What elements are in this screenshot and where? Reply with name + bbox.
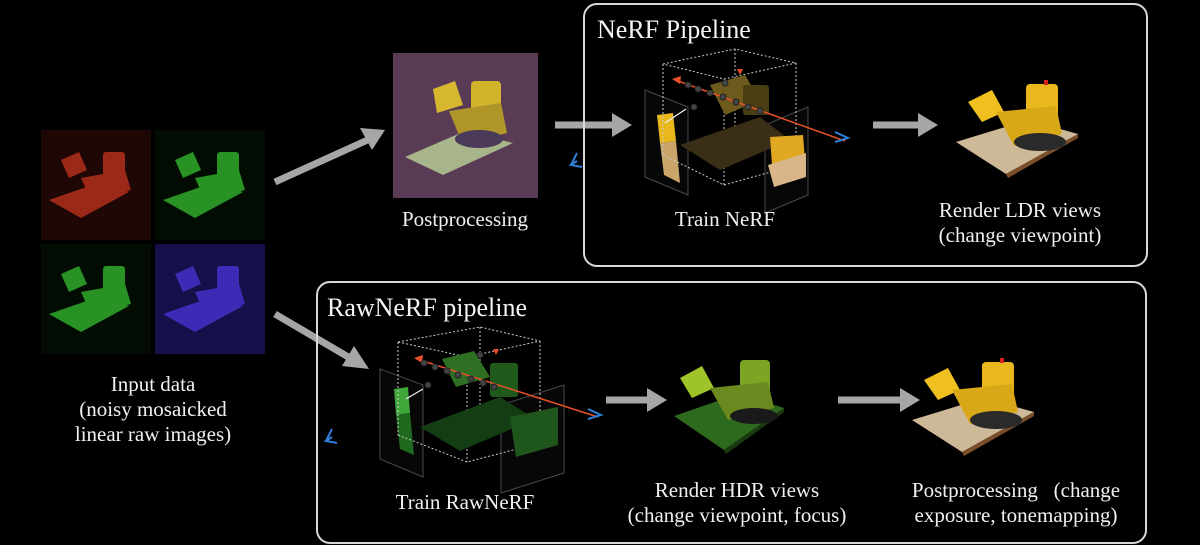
bulldozer-icon <box>405 81 513 175</box>
nerf-pipeline-title: NeRF Pipeline <box>597 15 751 44</box>
train-nerf-label: Train NeRF <box>674 207 776 231</box>
postprocessing-label: Postprocessing <box>402 207 528 231</box>
ray-sample-points <box>684 79 764 115</box>
ray-arrowhead <box>414 355 423 363</box>
input-data-label: Input data (noisy mosaicked linear raw i… <box>74 372 232 446</box>
bulldozer-silhouette-icon <box>163 266 245 332</box>
camera-icon-right <box>587 408 604 420</box>
render-ldr-label: Render LDR views (change viewpoint) <box>938 198 1102 247</box>
camera-icon-left <box>568 152 583 168</box>
hdr-render-image <box>674 360 784 454</box>
ldr-render-image <box>956 80 1078 178</box>
bulldozer-silhouette-icon <box>49 266 131 332</box>
rawnerf-training-diagram <box>323 326 604 494</box>
final-tonemapped-image <box>912 358 1034 456</box>
postprocessed-image <box>393 53 538 198</box>
ray-marker-icon <box>493 349 499 355</box>
nerf-training-diagram <box>568 48 851 214</box>
render-view-right <box>768 135 806 187</box>
rawnerf-pipeline-box: RawNeRF pipeline <box>316 281 1147 544</box>
pixel-link <box>405 388 424 400</box>
input-tile-green-1 <box>155 130 265 240</box>
train-rawnerf-label: Train RawNeRF <box>395 490 535 514</box>
ray-sample-points <box>420 351 498 391</box>
pixel-link <box>664 108 687 124</box>
ray-arrowhead <box>672 76 681 84</box>
ray-marker-icon <box>737 69 743 75</box>
training-view-left <box>657 113 680 183</box>
input-data-panel <box>41 130 265 354</box>
bulldozer-silhouette-icon <box>163 152 245 218</box>
input-tile-green-2 <box>41 244 151 354</box>
render-hdr-label: Render HDR views (change viewpoint, focu… <box>627 478 847 527</box>
camera-icon-left <box>323 428 338 444</box>
camera-icon-right <box>834 131 851 143</box>
rawnerf-pipeline-title: RawNeRF pipeline <box>327 293 528 322</box>
input-tile-blue <box>155 244 265 354</box>
postprocessing-tonemap-label: Postprocessing (change exposure, tonemap… <box>911 478 1121 527</box>
input-tile-red <box>41 130 151 240</box>
bulldozer-silhouette-icon <box>49 152 131 218</box>
nerf-pipeline-box: NeRF Pipeline <box>583 3 1148 267</box>
